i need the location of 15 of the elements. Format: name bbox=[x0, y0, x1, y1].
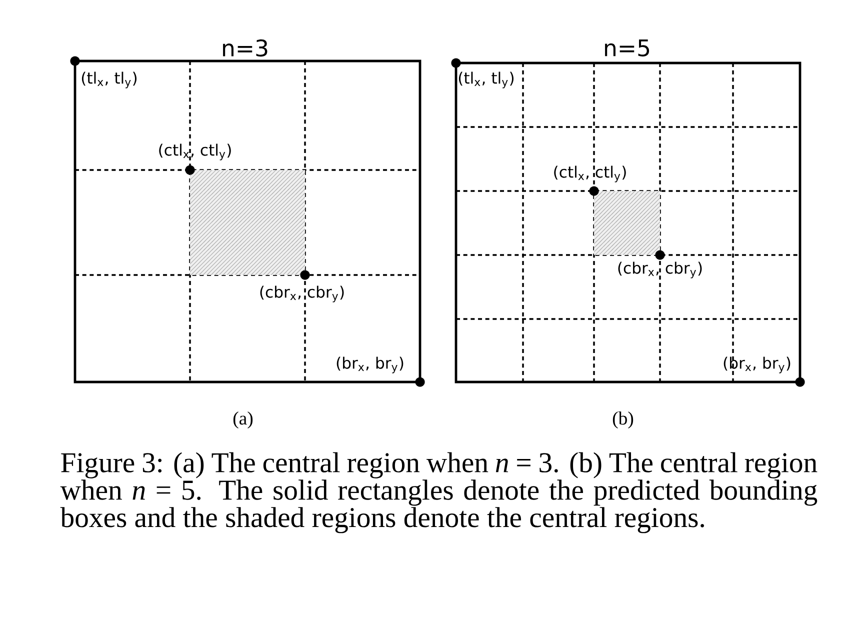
coordinate-label: (ctl$_{x}$, ctl$_{y}$) bbox=[159, 144, 231, 160]
panel-title: n=5 bbox=[605, 40, 650, 56]
subfigure-label: (b) bbox=[612, 412, 634, 428]
subfigure-label: (a) bbox=[233, 412, 253, 428]
coordinate-label: (cbr$_{x}$, cbr$_{y}$) bbox=[260, 286, 344, 302]
coordinate-label: (tl$_{x}$, tl$_{y}$) bbox=[82, 72, 137, 88]
figure-caption: Figure 3: (a) The central region when n = 3. (b) The central region when n = 5. The solid rectangles denote the predicted bounding boxes and the shaded regions denote the central regions. bbox=[60, 452, 818, 534]
shaded-region bbox=[594, 191, 660, 255]
coordinate-label: (tl$_{x}$, tl$_{y}$) bbox=[458, 72, 514, 88]
shaded-region bbox=[190, 170, 305, 275]
coordinate-label: (br$_{x}$, br$_{y}$) bbox=[336, 356, 404, 374]
coordinate-label: (br$_{x}$, br$_{y}$) bbox=[724, 356, 790, 374]
coordinate-label: (ctl$_{x}$, ctl$_{y}$) bbox=[554, 166, 626, 182]
coordinate-label: (cbr$_{x}$, cbr$_{y}$) bbox=[618, 262, 702, 278]
panel-title: n=3 bbox=[223, 39, 268, 57]
